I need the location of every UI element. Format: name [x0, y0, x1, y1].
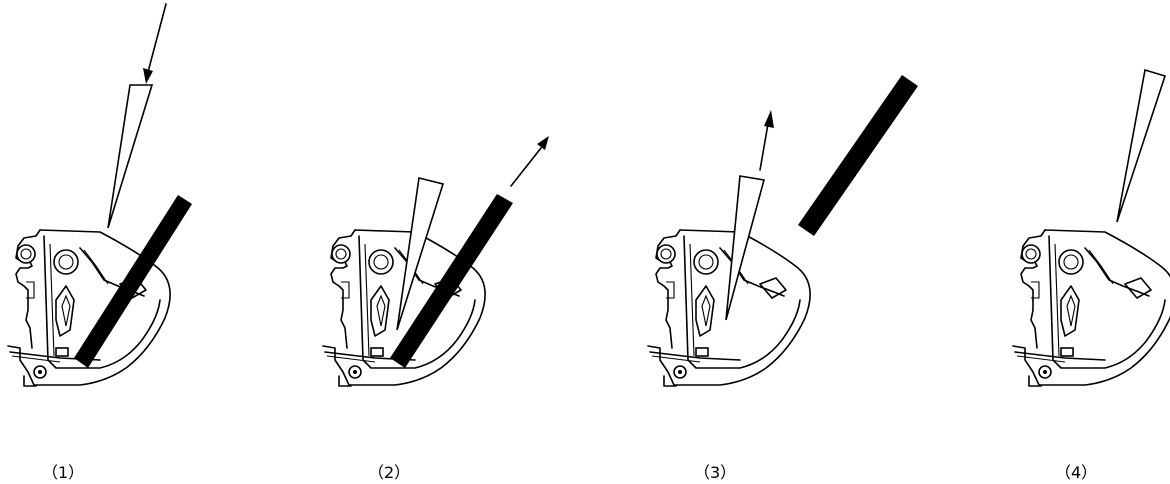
wedge-tool	[725, 175, 766, 321]
arrow-up	[764, 110, 774, 128]
removed-blade	[798, 75, 918, 236]
step-1-diagram	[7, 3, 192, 387]
step-2-label: （2）	[368, 463, 411, 482]
step-4-diagram	[1012, 68, 1170, 387]
wedge-tool	[107, 84, 154, 229]
step-1-label: （1）	[42, 463, 85, 482]
step-2-diagram	[322, 136, 549, 387]
arrow-down	[143, 68, 153, 84]
arrow-up-right	[537, 136, 549, 150]
blade	[74, 195, 192, 368]
wedge-tool	[1116, 68, 1167, 223]
step-3-label: （3）	[694, 463, 737, 482]
step-3-diagram	[647, 75, 918, 387]
wedge-tool	[396, 177, 445, 331]
step-4-label: （4）	[1055, 463, 1098, 482]
blade	[390, 194, 513, 368]
